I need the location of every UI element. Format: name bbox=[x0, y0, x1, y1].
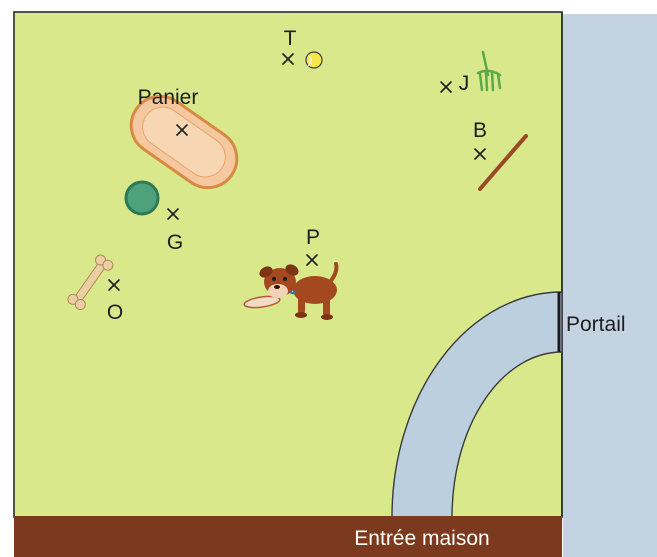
point-j-label: J bbox=[459, 72, 470, 95]
street-strip bbox=[563, 14, 657, 557]
portail-label: Portail bbox=[566, 313, 626, 336]
point-g-label: G bbox=[167, 231, 183, 254]
tennis-ball-icon bbox=[306, 52, 322, 68]
ring-icon bbox=[126, 182, 158, 214]
lawn bbox=[14, 12, 562, 517]
point-t-label: T bbox=[284, 27, 297, 50]
point-o-label: O bbox=[107, 301, 123, 324]
panier-label: Panier bbox=[138, 86, 199, 109]
entree-maison-label: Entrée maison bbox=[354, 527, 489, 550]
point-b-label: B bbox=[473, 119, 487, 142]
point-p-label: P bbox=[306, 226, 320, 249]
